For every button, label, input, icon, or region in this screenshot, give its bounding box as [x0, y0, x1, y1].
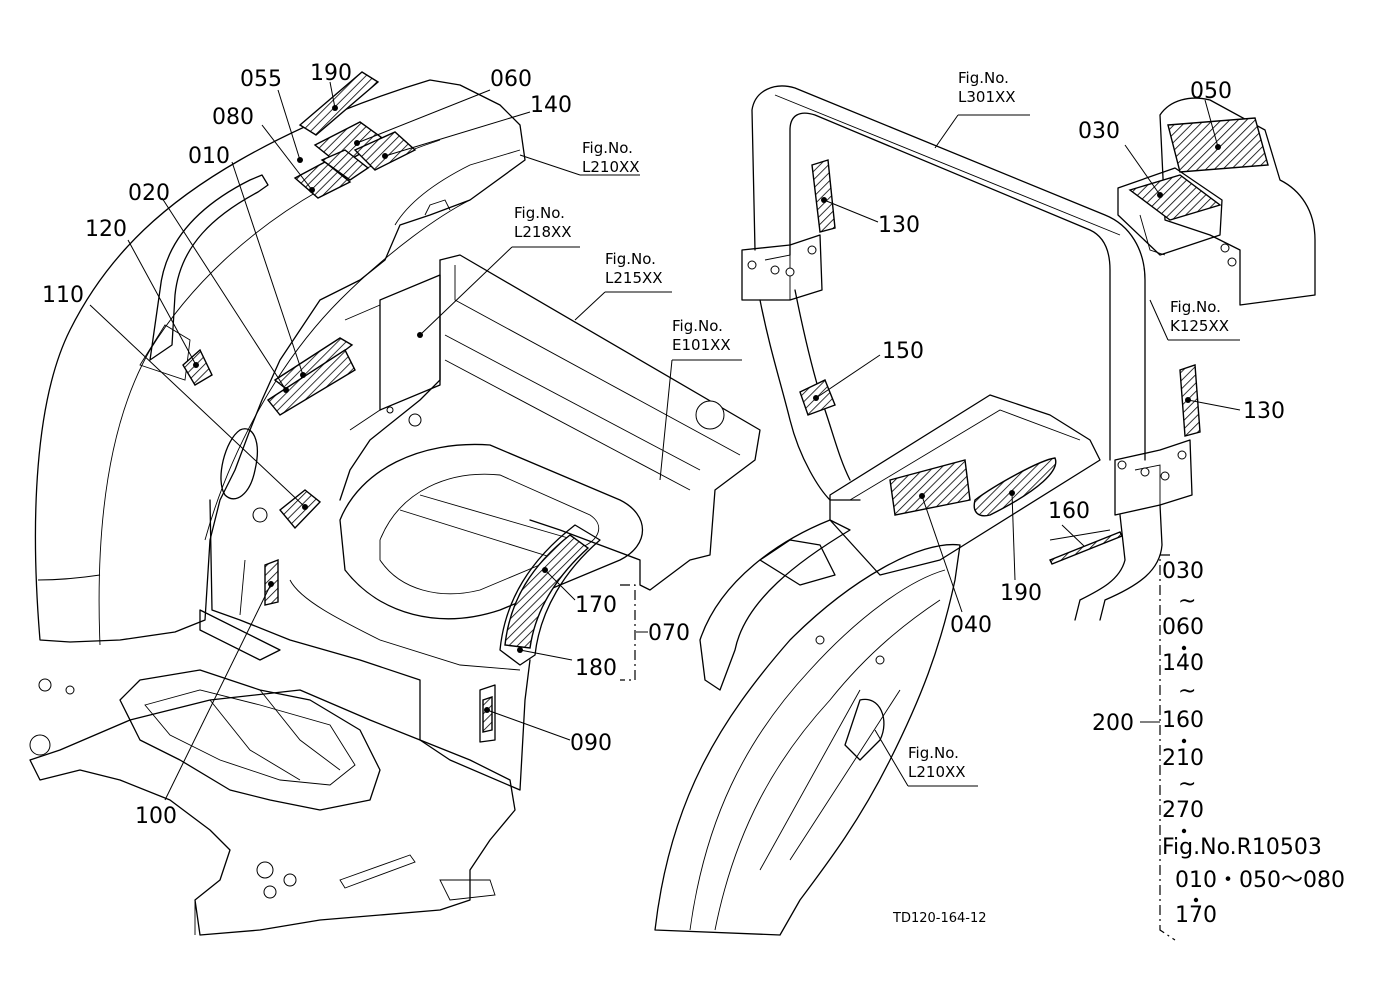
fender-decals	[182, 71, 417, 606]
callout-150: 150	[882, 339, 924, 364]
fig-ref-l301: Fig.No. L301XX	[958, 69, 1016, 106]
callout-140: 140	[530, 93, 572, 118]
callout-010: 010	[188, 144, 230, 169]
curved-tread-plate	[499, 524, 601, 666]
callout-080: 080	[212, 105, 254, 130]
left-fender	[34, 79, 526, 646]
svg-text:160: 160	[1162, 708, 1204, 733]
right-decals	[799, 117, 1269, 565]
svg-text:Fig.No.: Fig.No.	[908, 744, 959, 762]
fig-ref-e101: Fig.No. E101XX	[672, 317, 731, 354]
svg-text:~: ~	[1178, 772, 1196, 797]
callout-100: 100	[135, 804, 177, 829]
right-fender	[654, 543, 961, 936]
svg-text:Fig.No.: Fig.No.	[582, 139, 633, 157]
svg-text:~: ~	[1178, 679, 1196, 704]
svg-text:Fig.No.: Fig.No.	[514, 204, 565, 222]
fig-ref-k125: Fig.No. K125XX	[1170, 298, 1229, 335]
center-platform	[209, 254, 761, 791]
figure-references: Fig.No. L210XX Fig.No. L218XX Fig.No. L2…	[514, 69, 1229, 781]
leader-lines	[89, 81, 1241, 801]
svg-text:140: 140	[1162, 651, 1204, 676]
svg-text:Fig.No.: Fig.No.	[605, 250, 656, 268]
svg-text:L215XX: L215XX	[605, 269, 663, 287]
svg-text:L218XX: L218XX	[514, 223, 572, 241]
svg-text:270: 270	[1162, 798, 1204, 823]
callout-180: 180	[575, 656, 617, 681]
set-list: 030 ~ 060 140 ~ 160 210 ~ 270 Fig.No.R10…	[1162, 559, 1345, 928]
svg-text:210: 210	[1162, 746, 1204, 771]
drawing-code: TD120-164-12	[892, 911, 987, 926]
callout-040: 040	[950, 613, 992, 638]
callout-090: 090	[570, 731, 612, 756]
svg-text:030: 030	[1162, 559, 1204, 584]
callout-110: 110	[42, 283, 84, 308]
svg-text:K125XX: K125XX	[1170, 317, 1229, 335]
rops-frame	[741, 85, 1193, 621]
svg-text:170: 170	[1175, 903, 1217, 928]
svg-text:Fig.No.R10503: Fig.No.R10503	[1162, 835, 1322, 860]
fig-ref-l210-top: Fig.No. L210XX	[582, 139, 640, 176]
callout-030-step: 030	[1078, 119, 1120, 144]
callout-120: 120	[85, 217, 127, 242]
step-assembly	[1117, 97, 1316, 306]
leader-dots	[193, 105, 1221, 713]
svg-text:~: ~	[1178, 589, 1196, 614]
callout-190: 190	[310, 61, 352, 86]
callout-050: 050	[1190, 79, 1232, 104]
callout-055: 055	[240, 67, 282, 92]
callout-130-upper: 130	[878, 213, 920, 238]
svg-text:L301XX: L301XX	[958, 88, 1016, 106]
callout-070: 070	[648, 621, 690, 646]
svg-text:L210XX: L210XX	[582, 158, 640, 176]
callout-160: 160	[1048, 499, 1090, 524]
callout-200: 200	[1092, 711, 1134, 736]
callout-020: 020	[128, 181, 170, 206]
fig-ref-l215: Fig.No. L215XX	[605, 250, 663, 287]
svg-text:Fig.No.: Fig.No.	[672, 317, 723, 335]
svg-text:010・050～080: 010・050～080	[1175, 868, 1345, 893]
callout-190-right: 190	[1000, 581, 1042, 606]
fig-ref-l210-bottom: Fig.No. L210XX	[908, 744, 966, 781]
svg-text:060: 060	[1162, 615, 1204, 640]
fig-ref-l218: Fig.No. L218XX	[514, 204, 572, 241]
floor-plate	[29, 609, 516, 936]
callout-060: 060	[490, 67, 532, 92]
group-brackets	[620, 554, 1176, 941]
svg-text:Fig.No.: Fig.No.	[1170, 298, 1221, 316]
right-deck-beam	[699, 394, 1111, 691]
svg-text:Fig.No.: Fig.No.	[958, 69, 1009, 87]
callout-130-lower: 130	[1243, 399, 1285, 424]
svg-text:E101XX: E101XX	[672, 336, 731, 354]
svg-text:L210XX: L210XX	[908, 763, 966, 781]
callout-labels: 055 190 060 140 080 010 020 120 110 100 …	[42, 61, 1285, 829]
callout-170: 170	[575, 593, 617, 618]
